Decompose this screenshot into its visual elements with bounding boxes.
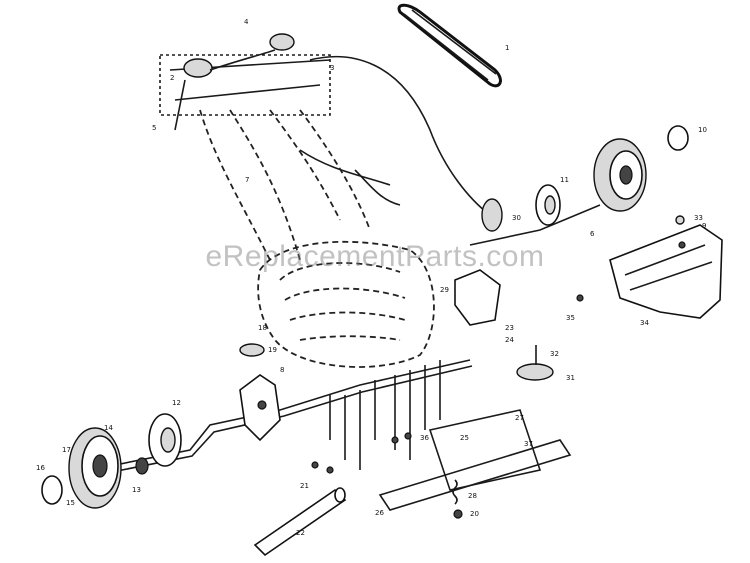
label-6: 6 xyxy=(590,230,595,238)
label-36: 36 xyxy=(420,434,429,442)
label-27: 27 xyxy=(515,414,524,422)
label-7: 7 xyxy=(245,176,249,184)
label-28: 28 xyxy=(468,492,477,500)
mower-deck-outline xyxy=(257,240,435,368)
label-23: 23 xyxy=(505,324,514,332)
adjuster-knob xyxy=(239,343,265,357)
handle-knob-right xyxy=(269,33,295,51)
label-1: 1 xyxy=(505,44,509,52)
label-19: 19 xyxy=(268,346,277,354)
label-31: 31 xyxy=(566,374,575,382)
label-12: 12 xyxy=(172,399,181,407)
front-wheel-right[interactable] xyxy=(593,125,689,212)
rear-deflector[interactable] xyxy=(609,224,723,319)
label-30: 30 xyxy=(512,214,521,222)
rear-wheel-left[interactable] xyxy=(41,427,122,509)
handle-assembly[interactable] xyxy=(159,33,331,131)
label-5: 5 xyxy=(152,124,156,132)
label-3: 3 xyxy=(330,64,334,72)
transmission-housing[interactable] xyxy=(454,198,601,326)
label-20: 20 xyxy=(470,510,479,518)
label-13: 13 xyxy=(132,486,141,494)
label-24: 24 xyxy=(505,336,514,344)
label-35: 35 xyxy=(566,314,575,322)
label-22: 22 xyxy=(296,529,305,537)
bottom-rod[interactable] xyxy=(253,487,347,557)
label-16: 16 xyxy=(36,464,45,472)
hubcap-right xyxy=(667,125,689,151)
label-18: 18 xyxy=(258,324,267,332)
fasteners xyxy=(311,215,686,474)
drive-pulley-left[interactable] xyxy=(135,413,182,475)
label-37: 37 xyxy=(524,440,533,448)
blade-adapter xyxy=(516,363,554,381)
label-15: 15 xyxy=(66,499,75,507)
drive-belt[interactable] xyxy=(397,3,502,88)
handle-tubes xyxy=(199,109,371,261)
drive-coupler xyxy=(481,198,503,232)
label-33: 33 xyxy=(694,214,703,222)
label-26: 26 xyxy=(375,509,384,517)
spring-parts[interactable] xyxy=(452,345,554,519)
rear-axle[interactable] xyxy=(89,359,473,477)
label-9: 9 xyxy=(702,222,706,230)
label-11: 11 xyxy=(560,176,569,184)
control-cable[interactable] xyxy=(299,55,491,216)
hubcap-left xyxy=(41,475,63,505)
label-21: 21 xyxy=(300,482,309,490)
label-25: 25 xyxy=(460,434,469,442)
label-4: 4 xyxy=(244,18,249,26)
label-10: 10 xyxy=(698,126,707,134)
label-29: 29 xyxy=(440,286,449,294)
label-32: 32 xyxy=(550,350,559,358)
part-labels: 1 2 3 4 5 6 7 8 9 10 11 12 13 14 15 16 1… xyxy=(36,18,707,537)
label-14: 14 xyxy=(104,424,113,432)
label-8: 8 xyxy=(280,366,284,374)
height-adjuster-bracket[interactable] xyxy=(239,343,281,442)
handle-knob-left xyxy=(183,58,213,78)
lower-chassis[interactable] xyxy=(329,360,572,511)
label-17: 17 xyxy=(62,446,71,454)
drive-pulley-right[interactable] xyxy=(535,184,561,226)
label-34: 34 xyxy=(640,319,649,327)
label-2: 2 xyxy=(170,74,174,82)
